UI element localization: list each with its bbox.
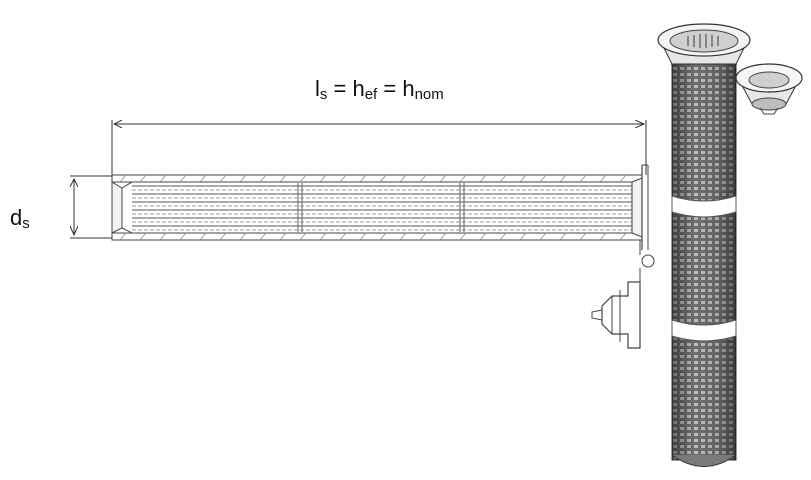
sieve-sleeve-section bbox=[111, 164, 655, 349]
length-label: ls = hef = hnom bbox=[315, 76, 444, 103]
diameter-dimension bbox=[70, 175, 112, 239]
length-dimension bbox=[111, 120, 647, 178]
sieve-sleeve-3d bbox=[657, 23, 751, 467]
centering-cap-icon bbox=[735, 63, 803, 115]
diameter-label: ds bbox=[10, 205, 30, 232]
